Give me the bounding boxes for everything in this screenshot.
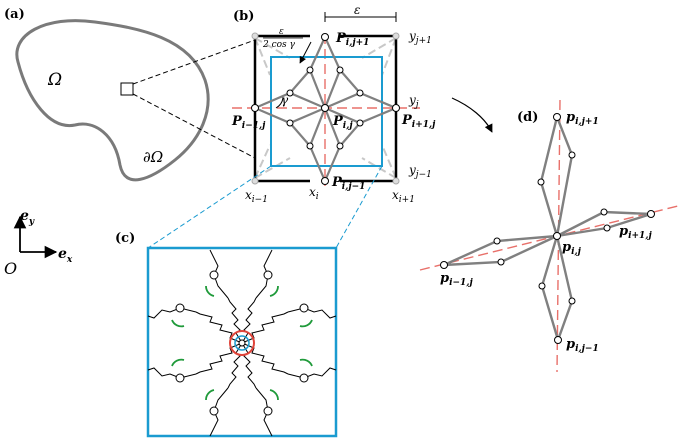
center-node-c — [238, 339, 246, 347]
red-rotation-spring — [229, 330, 255, 356]
d-p-right: pi+1,j — [619, 224, 652, 241]
panel-label-d: (d) — [517, 110, 538, 125]
x-left-label: xi−1 — [245, 188, 268, 205]
panel-label-a: (a) — [4, 7, 25, 22]
frac-num: ε — [279, 27, 284, 37]
b-p-left: Pi−1,j — [231, 114, 266, 131]
panel-label-b: (b) — [233, 9, 254, 24]
green-angle-springs — [171, 285, 313, 401]
d-p-center: pi,j — [562, 240, 582, 257]
domain-boundary — [15, 19, 210, 182]
origin-label: O — [4, 259, 17, 278]
zoom-line-top — [132, 39, 256, 85]
nodes-b — [251, 32, 400, 185]
zoom-line-bottom — [132, 93, 256, 159]
b-p-center: Pi,j — [332, 114, 353, 131]
nodes-c — [175, 270, 309, 416]
b-p-bottom: Pi,j−1 — [331, 175, 365, 192]
y-bot-label: yj−1 — [408, 163, 432, 180]
d-p-left: pi−1,j — [440, 271, 473, 288]
d-p-top: pi,j+1 — [566, 110, 599, 127]
x-mid-label: xi — [309, 185, 319, 202]
blue-zoom-line-left — [147, 165, 272, 249]
b-p-top: Pi,j+1 — [335, 31, 369, 48]
panel-c-box — [146, 246, 338, 438]
transition-arrow — [451, 97, 493, 133]
panel-d-cross — [419, 99, 683, 373]
zoom-box-a — [120, 82, 134, 96]
epsilon-label: ε — [354, 3, 360, 17]
boundary-label: ∂Ω — [143, 148, 163, 166]
x-right-label: xi+1 — [392, 188, 415, 205]
blue-center-ring — [234, 335, 250, 351]
domain-region — [15, 19, 210, 182]
frac-den: 2 cos γ — [262, 40, 296, 50]
y-top-label: yj+1 — [408, 29, 432, 46]
omega-label: Ω — [47, 70, 62, 90]
blue-zoom-line-right — [335, 165, 383, 249]
y-mid-label: yj — [408, 93, 419, 110]
nodes-d — [440, 113, 655, 344]
b-p-right: Pi+1,j — [401, 113, 436, 130]
half-width-arrow — [299, 41, 312, 64]
ey-label: ey — [20, 208, 35, 227]
gamma-arc — [275, 97, 284, 109]
gamma-label: γ — [281, 93, 289, 107]
panel-label-c: (c) — [115, 231, 135, 246]
blue-zoom-box-b — [270, 56, 383, 167]
neighbor-links — [254, 37, 397, 179]
panel-b-cell — [232, 12, 420, 186]
ex-label: ex — [58, 246, 73, 265]
d-p-bottom: pi,j−1 — [566, 337, 599, 354]
axes — [13, 215, 58, 259]
